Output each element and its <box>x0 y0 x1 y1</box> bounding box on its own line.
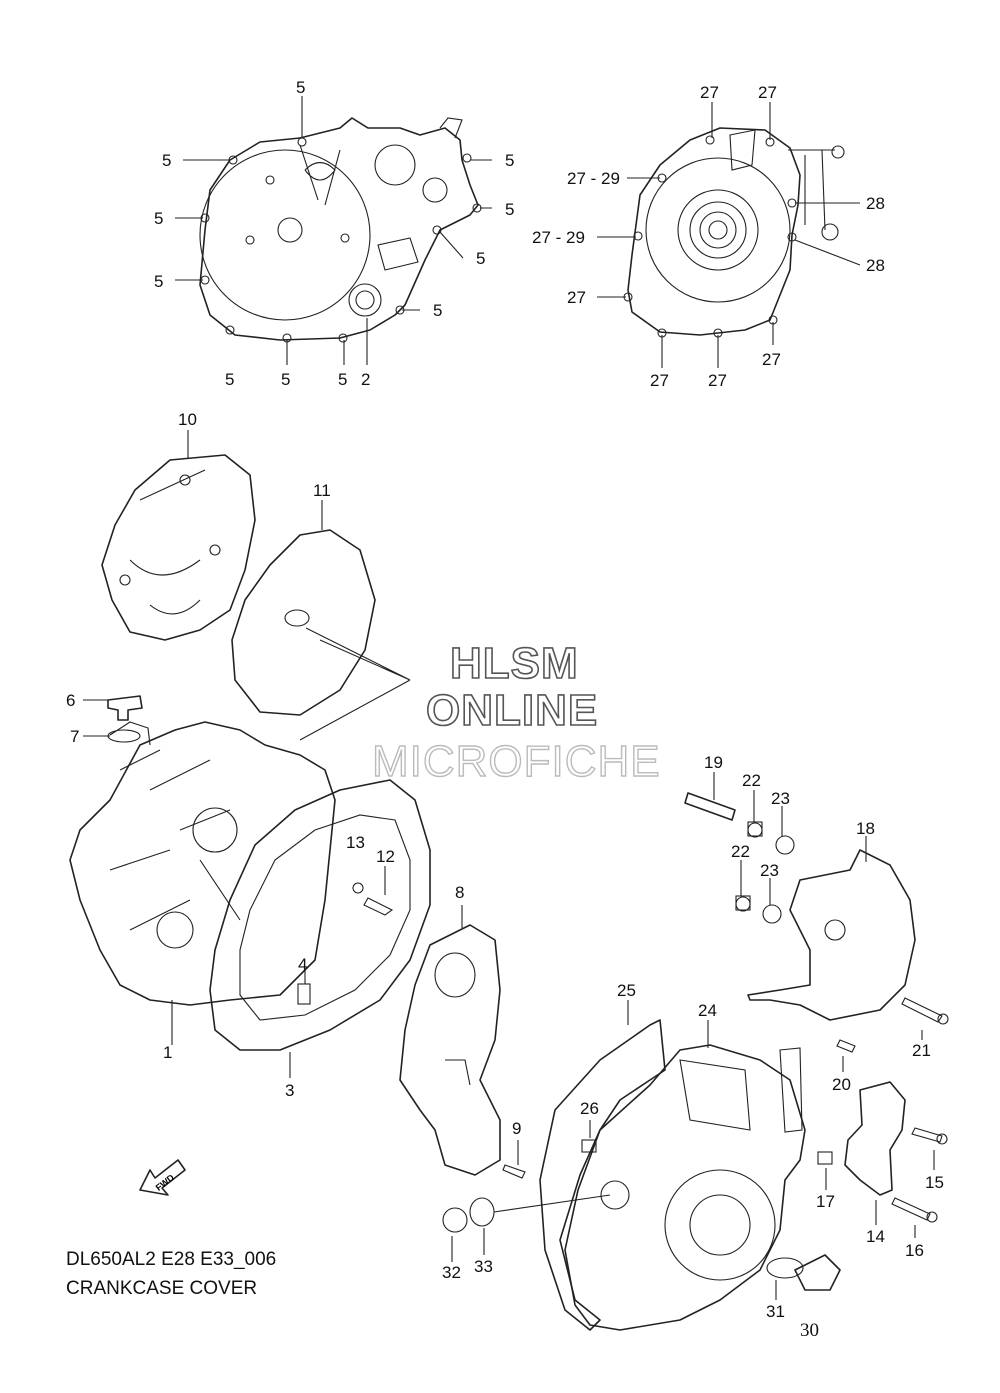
right-upper-callouts: 19 22 23 22 23 18 21 20 <box>704 753 931 1094</box>
callout-bolt: 5 <box>225 370 234 389</box>
callout-part: 12 <box>376 847 395 866</box>
clutch-cover-callouts: 5 5 5 5 5 5 5 5 5 5 5 5 2 <box>154 78 514 389</box>
watermark-line: HLSM <box>450 639 579 688</box>
watermark-line: MICROFICHE <box>372 737 661 786</box>
callout-part: 21 <box>912 1041 931 1060</box>
lower-leaders <box>451 1000 935 1300</box>
callout-part: 22 <box>742 771 761 790</box>
callout-bolt: 5 <box>154 272 163 291</box>
callout-part: 14 <box>866 1227 885 1246</box>
lower-mid-leaders <box>461 905 526 1179</box>
magneto-cover-outline <box>623 127 845 338</box>
callout-part: 6 <box>66 691 75 710</box>
callout-bolt: 27 - 29 <box>532 228 585 247</box>
gasket-3 <box>209 779 431 1051</box>
callout-bolt: 5 <box>281 370 290 389</box>
callout-bolt: 5 <box>154 209 163 228</box>
cover-plate-10 <box>101 454 256 641</box>
magneto-cover-24 <box>564 1044 806 1331</box>
callout-bolt: 5 <box>296 78 305 97</box>
callout-bolt: 5 <box>338 370 347 389</box>
callout-part: 26 <box>580 1099 599 1118</box>
callout-bolt: 5 <box>433 301 442 320</box>
callout-bolt: 5 <box>162 151 171 170</box>
clutch-cover-outline <box>199 117 482 343</box>
callout-part: 33 <box>474 1257 493 1276</box>
crankcase-cover-1 <box>69 721 336 1006</box>
callout-part: 16 <box>905 1241 924 1260</box>
callout-part: 17 <box>816 1192 835 1211</box>
callout-bolt: 27 <box>650 371 669 390</box>
callout-part: 11 <box>313 481 331 500</box>
callout-bolt: 27 <box>758 83 777 102</box>
gasket-8 <box>399 924 501 1176</box>
clutch-cover-leaders <box>175 96 492 365</box>
lower-mid-callouts: 8 9 <box>455 883 521 1138</box>
callout-part: 25 <box>617 981 636 1000</box>
callout-part: 8 <box>455 883 464 902</box>
diagram-title: CRANKCASE COVER <box>66 1278 258 1299</box>
callout-part: 7 <box>70 727 79 746</box>
callout-part: 19 <box>704 753 723 772</box>
callout-bolt: 27 - 29 <box>567 169 620 188</box>
watermark-line: ONLINE <box>426 686 598 735</box>
right-upper-leaders <box>713 772 923 1072</box>
middle-callouts: 10 11 6 7 13 12 1 4 3 <box>66 410 395 1100</box>
callout-bolt: 5 <box>505 200 514 219</box>
callout-part: 24 <box>698 1001 717 1020</box>
right-lower-parts <box>442 1081 948 1291</box>
fwd-arrow-icon: FWD <box>139 1159 186 1196</box>
callout-part: 13 <box>346 833 365 852</box>
callout-part: 10 <box>178 410 197 429</box>
callout-part: 4 <box>298 955 307 974</box>
callout-part: 32 <box>442 1263 461 1282</box>
callout-part: 22 <box>731 842 750 861</box>
page-number: 30 <box>800 1320 819 1341</box>
small-parts-left <box>107 695 394 1005</box>
callout-part: 23 <box>760 861 779 880</box>
svg-text:FWD: FWD <box>154 1172 177 1193</box>
callout-part: 15 <box>925 1173 944 1192</box>
callout-clamp: 28 <box>866 256 885 275</box>
magneto-cover-callouts: 27 27 27 - 29 27 - 29 27 28 28 27 27 27 <box>532 83 885 390</box>
cover-plate-11 <box>231 529 411 716</box>
right-upper-parts <box>684 792 949 1053</box>
callout-part: 31 <box>766 1302 785 1321</box>
callout-bolt: 5 <box>505 151 514 170</box>
callout-part: 18 <box>856 819 875 838</box>
callout-bolt: 27 <box>567 288 586 307</box>
callout-bolt: 27 <box>700 83 719 102</box>
callout-bolt: 5 <box>476 249 485 268</box>
callout-bolt: 27 <box>708 371 727 390</box>
model-code: DL650AL2 E28 E33_006 <box>66 1249 277 1270</box>
callout-part: 1 <box>163 1043 172 1062</box>
callout-part: 20 <box>832 1075 851 1094</box>
gasket-25 <box>539 1019 666 1331</box>
callout-part: 23 <box>771 789 790 808</box>
callout-bolt: 27 <box>762 350 781 369</box>
watermark: HLSM ONLINE MICROFICHE <box>371 638 661 787</box>
magneto-cover-leaders <box>597 102 861 368</box>
middle-leaders <box>83 430 411 1078</box>
callout-part: 9 <box>512 1119 521 1138</box>
lower-callouts: 25 24 26 15 17 14 16 32 33 31 <box>442 981 944 1321</box>
callout-oil-seal: 2 <box>361 370 370 389</box>
callout-part: 3 <box>285 1081 294 1100</box>
callout-clamp: 28 <box>866 194 885 213</box>
